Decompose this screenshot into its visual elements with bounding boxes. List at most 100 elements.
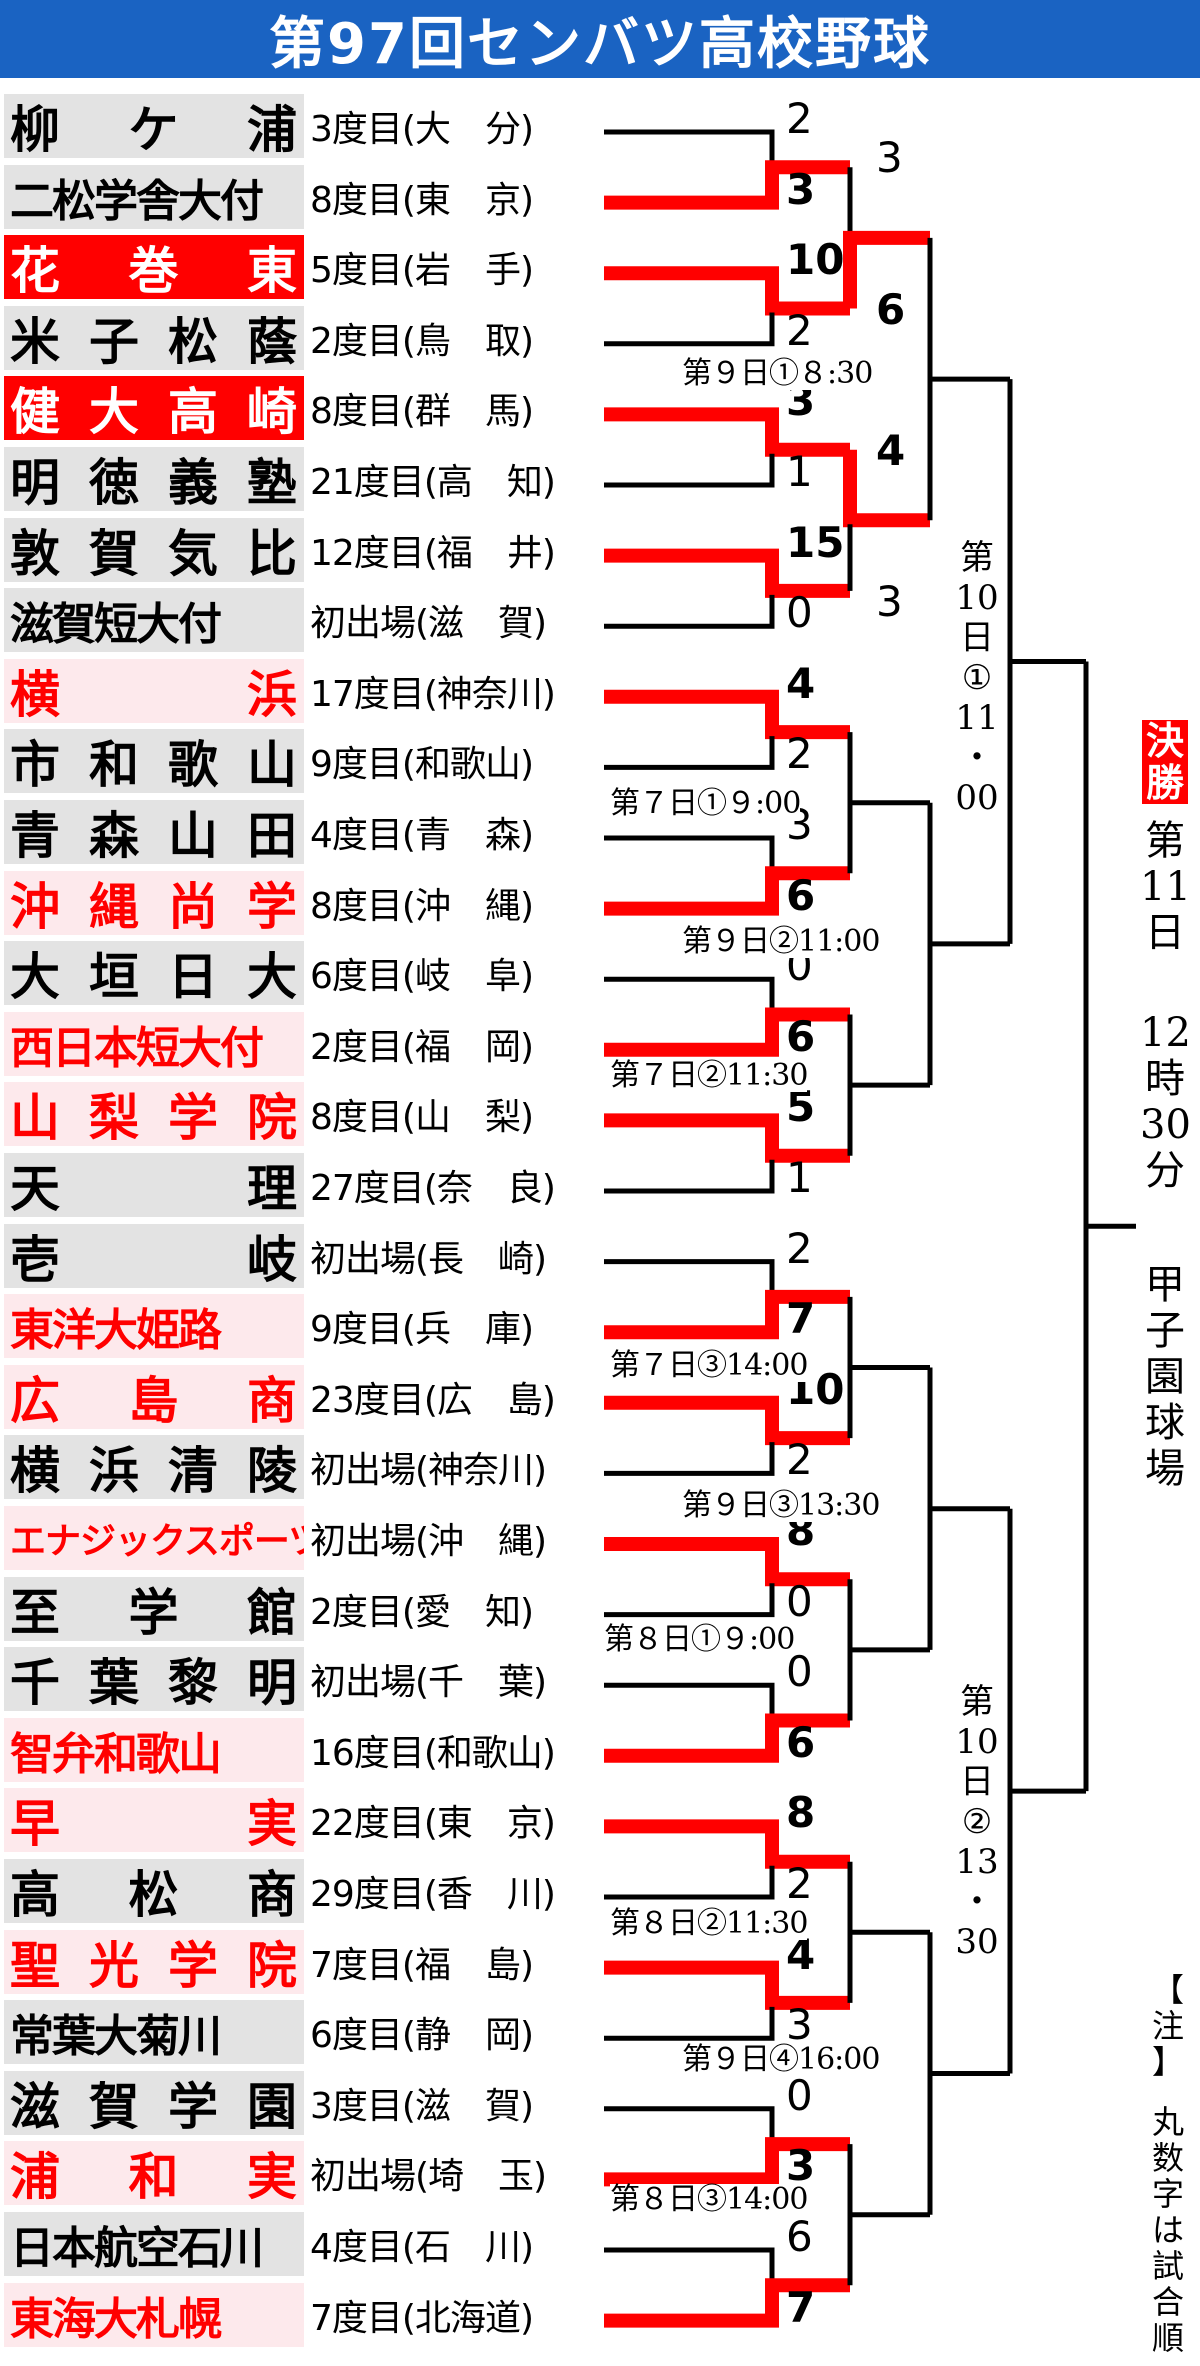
team-name-char: 巻 <box>128 242 180 300</box>
team-name-char: 陵 <box>247 1442 298 1500</box>
note-heading: 【注】 <box>1148 1972 1188 2080</box>
score: 8 <box>786 1788 816 1838</box>
team-name: 二松学舎大付 <box>4 164 304 229</box>
team-name-char: 気 <box>168 524 219 582</box>
team-name-char: 森 <box>89 807 140 864</box>
team-name-char: 蔭 <box>247 312 298 370</box>
team-appearance: 3度目(滋 賀) <box>310 2077 534 2129</box>
team-appearance: 6度目(静 岡) <box>310 2006 534 2058</box>
appearance-count: 7度目 <box>310 2297 403 2339</box>
team-appearance: 29度目(香 川) <box>310 1865 556 1917</box>
score: 2 <box>786 729 813 779</box>
team-name-char: 光 <box>89 1936 140 1994</box>
bracket-line <box>604 2006 775 2041</box>
team-name: 青森山田 <box>4 800 304 864</box>
prefecture: (高 知) <box>423 462 556 503</box>
team-name: 柳ケ浦 <box>4 94 304 158</box>
vertical-char: 時 <box>1145 1056 1185 1102</box>
appearance-count: 12度目 <box>310 532 425 574</box>
vertical-char: ② <box>961 1802 993 1842</box>
team-name: 早実 <box>4 1788 304 1853</box>
prefecture: (奈 良) <box>423 1168 556 1209</box>
appearance-count: 8度目 <box>310 179 403 221</box>
schedule-8-2: 第８日②11:30 <box>610 1906 808 1941</box>
vertical-char: 【 <box>1151 1971 1184 2009</box>
team-appearance: 9度目(和歌山) <box>310 735 534 787</box>
team-row: エナジックスポーツ初出場(沖 縄) <box>4 1506 547 1570</box>
score: 1 <box>786 447 813 496</box>
vertical-char: 日 <box>960 618 994 658</box>
score: 10 <box>786 235 845 285</box>
bracket-line <box>604 1865 775 1900</box>
vertical-char: ・ <box>960 738 994 778</box>
team-appearance: 4度目(石 川) <box>310 2218 534 2270</box>
appearance-count: 初出場 <box>310 1521 416 1562</box>
team-name-char: 岐 <box>247 1230 298 1288</box>
vertical-char: 日 <box>960 1762 994 1802</box>
team-name-char: 崎 <box>247 383 298 441</box>
bracket-line <box>604 2106 775 2141</box>
team-name: 東海大札幌 <box>4 2282 304 2347</box>
team-name-char: 花 <box>10 242 61 300</box>
team-name-char: 学 <box>168 2077 219 2135</box>
team-name-char: 縄 <box>89 877 140 935</box>
score: 2 <box>786 94 813 143</box>
final-badge: 決勝 <box>1142 720 1188 804</box>
team-name-char: 敦 <box>10 524 61 582</box>
team-name-char: 松 <box>168 312 219 370</box>
team-name: 至学館 <box>4 1576 304 1641</box>
appearance-count: 8度目 <box>310 885 403 927</box>
score: 1 <box>786 1153 813 1202</box>
appearance-count: 4度目 <box>310 815 403 856</box>
score: 6 <box>786 870 816 920</box>
vertical-char: 10 <box>955 1722 999 1762</box>
prefecture: (沖 縄) <box>401 885 534 927</box>
appearance-count: 8度目 <box>310 1097 403 1139</box>
score: 3 <box>786 2000 813 2050</box>
appearance-count: 3度目 <box>310 109 403 150</box>
team-name-char: 園 <box>247 2077 298 2135</box>
vertical-char: 分 <box>1145 1148 1185 1194</box>
bracket-line <box>604 312 775 347</box>
prefecture: (北海道) <box>401 2297 534 2339</box>
winner-path <box>604 266 850 316</box>
appearance-count: 初出場 <box>310 1662 416 1704</box>
prefecture: (滋 賀) <box>401 2085 534 2127</box>
team-appearance: 初出場(沖 縄) <box>310 1512 547 1564</box>
score: 7 <box>786 2282 816 2332</box>
team-name-char: 大 <box>89 383 140 441</box>
team-name-char: 天 <box>10 1160 61 1217</box>
schedule-8-3: 第８日③14:00 <box>610 2182 808 2217</box>
team-name-char: 義 <box>168 454 219 511</box>
vertical-char: 丸 <box>1151 2103 1184 2141</box>
vertical-char: ① <box>961 658 993 698</box>
note-text: 丸数字は試合順 <box>1148 2104 1188 2356</box>
team-name-char: 横 <box>10 1442 61 1500</box>
vertical-char: 13 <box>955 1842 999 1882</box>
vertical-char: 子 <box>1145 1308 1185 1354</box>
team-row: 壱岐初出場(長 崎) <box>4 1223 547 1288</box>
team-appearance: 8度目(東 京) <box>310 171 534 223</box>
bracket-line <box>604 129 775 164</box>
team-name: 横浜清陵 <box>4 1435 304 1500</box>
team-appearance: 5度目(岩 手) <box>310 241 534 293</box>
vertical-char: 数 <box>1151 2139 1184 2177</box>
team-name-char: 大 <box>247 948 298 1006</box>
team-name-char: 歌 <box>168 736 219 794</box>
vertical-char: 注 <box>1151 2007 1184 2045</box>
score: 6 <box>786 1717 816 1767</box>
winner-path <box>604 2278 850 2328</box>
team-row: 横浜清陵初出場(神奈川) <box>4 1435 547 1500</box>
vertical-char: 12 <box>1140 1010 1191 1056</box>
team-name: 山梨学院 <box>4 1082 304 1147</box>
team-name-char: 田 <box>247 807 298 864</box>
score: 3 <box>786 164 816 214</box>
score: 0 <box>786 2070 813 2120</box>
vertical-char: は <box>1151 2211 1184 2249</box>
bracket-line <box>604 835 775 870</box>
team-name: 西日本短大付 <box>4 1011 304 1076</box>
team-name-char: 浦 <box>247 101 298 158</box>
